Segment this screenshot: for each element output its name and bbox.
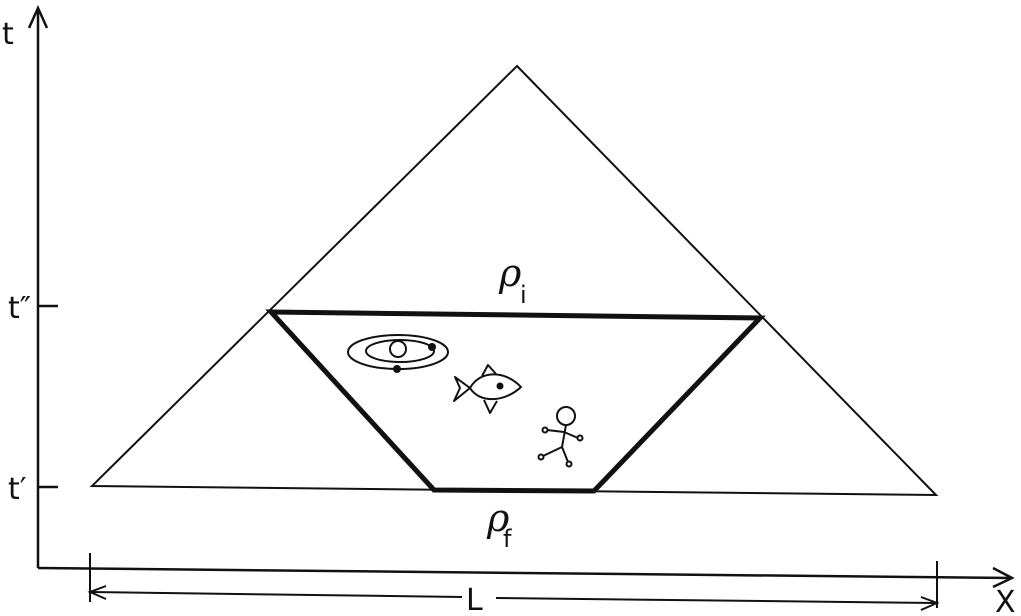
space-axis-label: X xyxy=(995,585,1016,616)
causal-region-trapezoid xyxy=(271,312,760,491)
rho-final-subscript: f xyxy=(503,525,512,553)
rho-final-label: ρ f xyxy=(486,496,512,553)
space-axis xyxy=(38,568,1012,587)
tick-upper-label: t″ xyxy=(8,291,31,326)
fish-icon xyxy=(454,365,521,413)
solar-system-icon xyxy=(348,335,448,373)
stick-figure-icon xyxy=(539,407,583,467)
time-axis xyxy=(29,8,47,568)
tick-lower-label: t′ xyxy=(8,472,27,507)
time-axis-label: t xyxy=(2,17,14,52)
length-dimension xyxy=(90,553,937,610)
rho-initial-subscript: i xyxy=(520,281,527,309)
rho-initial-symbol: ρ xyxy=(498,251,522,295)
rho-initial-label: ρ i xyxy=(498,251,527,309)
length-label: L xyxy=(466,583,483,616)
